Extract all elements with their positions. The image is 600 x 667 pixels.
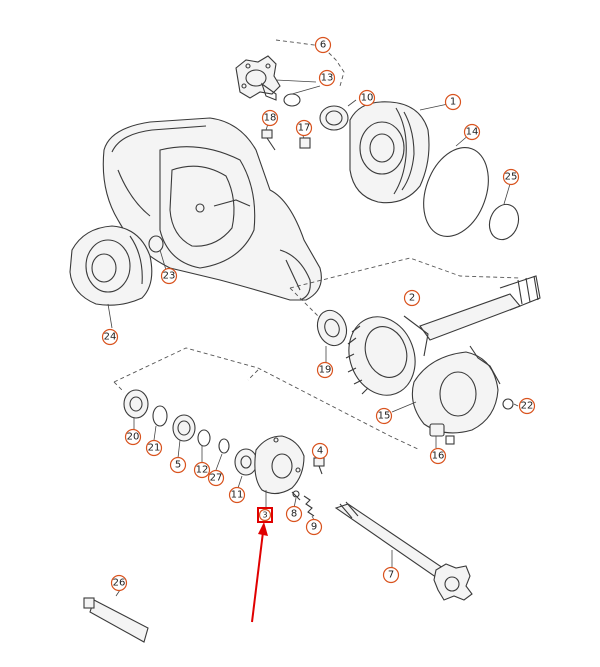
svg-text:6: 6 <box>320 40 326 51</box>
plug-part-17 <box>299 137 311 149</box>
callout-20: 20 <box>124 428 142 446</box>
callout-9: 9 <box>305 518 323 536</box>
callout-18: 18 <box>261 109 279 127</box>
callout-3-highlighted: 3 <box>257 507 273 523</box>
svg-text:7: 7 <box>388 570 394 581</box>
o-ring-part-25 <box>488 203 520 241</box>
callout-12: 12 <box>193 461 211 479</box>
callout-5: 5 <box>169 456 187 474</box>
bolt-part-4 <box>313 457 325 475</box>
svg-text:8: 8 <box>291 509 297 520</box>
svg-text:26: 26 <box>113 578 126 589</box>
seal-part-13 <box>283 93 301 107</box>
ring-part-23 <box>148 235 164 253</box>
callout-23: 23 <box>160 267 178 285</box>
bearing-part-20 <box>123 389 149 419</box>
cover-housing-part-1 <box>349 101 430 204</box>
svg-text:4: 4 <box>317 446 323 457</box>
grease-tube-part-26 <box>83 597 149 643</box>
gearbox-housing <box>102 117 322 301</box>
flange-part-6 <box>235 55 281 101</box>
svg-text:16: 16 <box>432 451 445 462</box>
ring-part-21 <box>152 405 168 427</box>
svg-text:13: 13 <box>321 73 334 84</box>
callout-7: 7 <box>382 566 400 584</box>
bearing-part-19 <box>316 309 348 347</box>
bolt-part-18 <box>261 129 276 151</box>
cover-part-15 <box>411 345 501 434</box>
highlight-arrow <box>251 522 268 623</box>
svg-text:18: 18 <box>264 113 277 124</box>
spring-part-9 <box>303 495 315 517</box>
svg-text:10: 10 <box>361 93 374 104</box>
ring-part-10 <box>319 105 349 131</box>
callout-1: 1 <box>444 93 462 111</box>
svg-text:9: 9 <box>311 522 317 533</box>
spring-part-8 <box>291 490 301 501</box>
svg-text:19: 19 <box>319 365 332 376</box>
callout-27: 27 <box>207 469 225 487</box>
drive-shaft-part-7 <box>334 501 473 601</box>
svg-text:22: 22 <box>521 401 534 412</box>
gear-part-16 <box>429 423 455 445</box>
callout-19: 19 <box>316 361 334 379</box>
o-ring-part-14 <box>423 147 489 237</box>
callout-11: 11 <box>228 486 246 504</box>
callout-15: 15 <box>375 407 393 425</box>
svg-text:11: 11 <box>231 490 244 501</box>
callout-26: 26 <box>110 574 128 592</box>
callout-10: 10 <box>358 89 376 107</box>
ring-part-22 <box>502 398 514 410</box>
ring-part-12 <box>197 429 211 447</box>
svg-text:5: 5 <box>175 460 181 471</box>
svg-text:2: 2 <box>409 293 415 304</box>
svg-text:27: 27 <box>210 473 223 484</box>
svg-text:15: 15 <box>378 411 391 422</box>
callout-6: 6 <box>314 36 332 54</box>
svg-text:23: 23 <box>163 271 176 282</box>
callouts: 6 13 10 1 14 25 18 17 23 24 2 19 15 22 1… <box>101 36 536 592</box>
svg-text:1: 1 <box>450 97 456 108</box>
callout-24: 24 <box>101 328 119 346</box>
callout-2: 2 <box>403 289 421 307</box>
cover-plate-part-3 <box>254 435 305 495</box>
bearing-cover-part-24 <box>69 225 153 306</box>
callout-14: 14 <box>463 123 481 141</box>
ring-part-27 <box>218 438 230 454</box>
svg-text:25: 25 <box>505 172 518 183</box>
bearing-part-11 <box>234 448 258 476</box>
svg-text:14: 14 <box>466 127 479 138</box>
callout-25: 25 <box>502 168 520 186</box>
callout-17: 17 <box>295 119 313 137</box>
svg-text:12: 12 <box>196 465 209 476</box>
callout-16: 16 <box>429 447 447 465</box>
callout-21: 21 <box>145 439 163 457</box>
callout-4: 4 <box>311 442 329 460</box>
pinion-gear-part-2 <box>345 275 541 396</box>
svg-text:21: 21 <box>148 443 161 454</box>
svg-text:3: 3 <box>262 511 267 520</box>
svg-text:20: 20 <box>127 432 140 443</box>
callout-8: 8 <box>285 505 303 523</box>
svg-text:24: 24 <box>104 332 117 343</box>
callout-22: 22 <box>518 397 536 415</box>
seal-part-5 <box>172 414 196 442</box>
callout-13: 13 <box>318 69 336 87</box>
svg-text:17: 17 <box>298 123 311 134</box>
